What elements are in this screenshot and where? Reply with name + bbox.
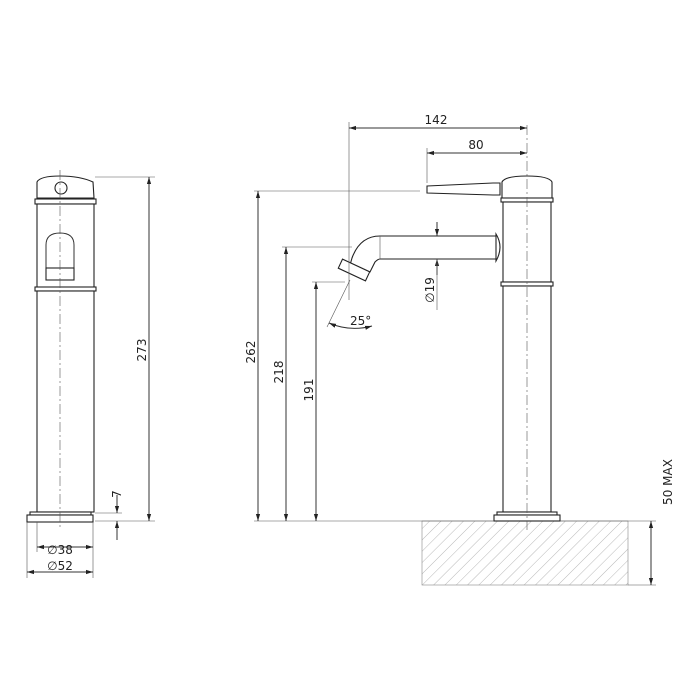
side-view: 273 7 ∅38 ∅52 [26,170,155,578]
dim-191-label: 191 [302,379,316,402]
dim-diameter-38-label: ∅38 [47,543,73,557]
dim-218-label: 218 [272,361,286,384]
side-handle-hub [54,181,68,195]
side-collar [34,198,97,205]
spout [349,235,498,273]
front-view: 142 80 262 218 191 ∅19 25° 50 MAX [244,113,675,586]
dim-273-label: 273 [135,339,149,362]
dim-diameter-19-label: ∅19 [423,277,437,303]
dim-7-label: 7 [110,490,124,498]
dim-142-label: 142 [425,113,448,127]
countertop-section [421,520,629,586]
lever-handle [426,182,501,196]
dim-80-label: 80 [468,138,483,152]
aerator [337,258,371,282]
dim-50-max-label: 50 MAX [661,459,675,505]
dim-diameter-52-label: ∅52 [47,559,73,573]
side-fluted-body [36,290,95,513]
dim-262-label: 262 [244,341,258,364]
dim-angle-label: 25° [350,314,371,328]
